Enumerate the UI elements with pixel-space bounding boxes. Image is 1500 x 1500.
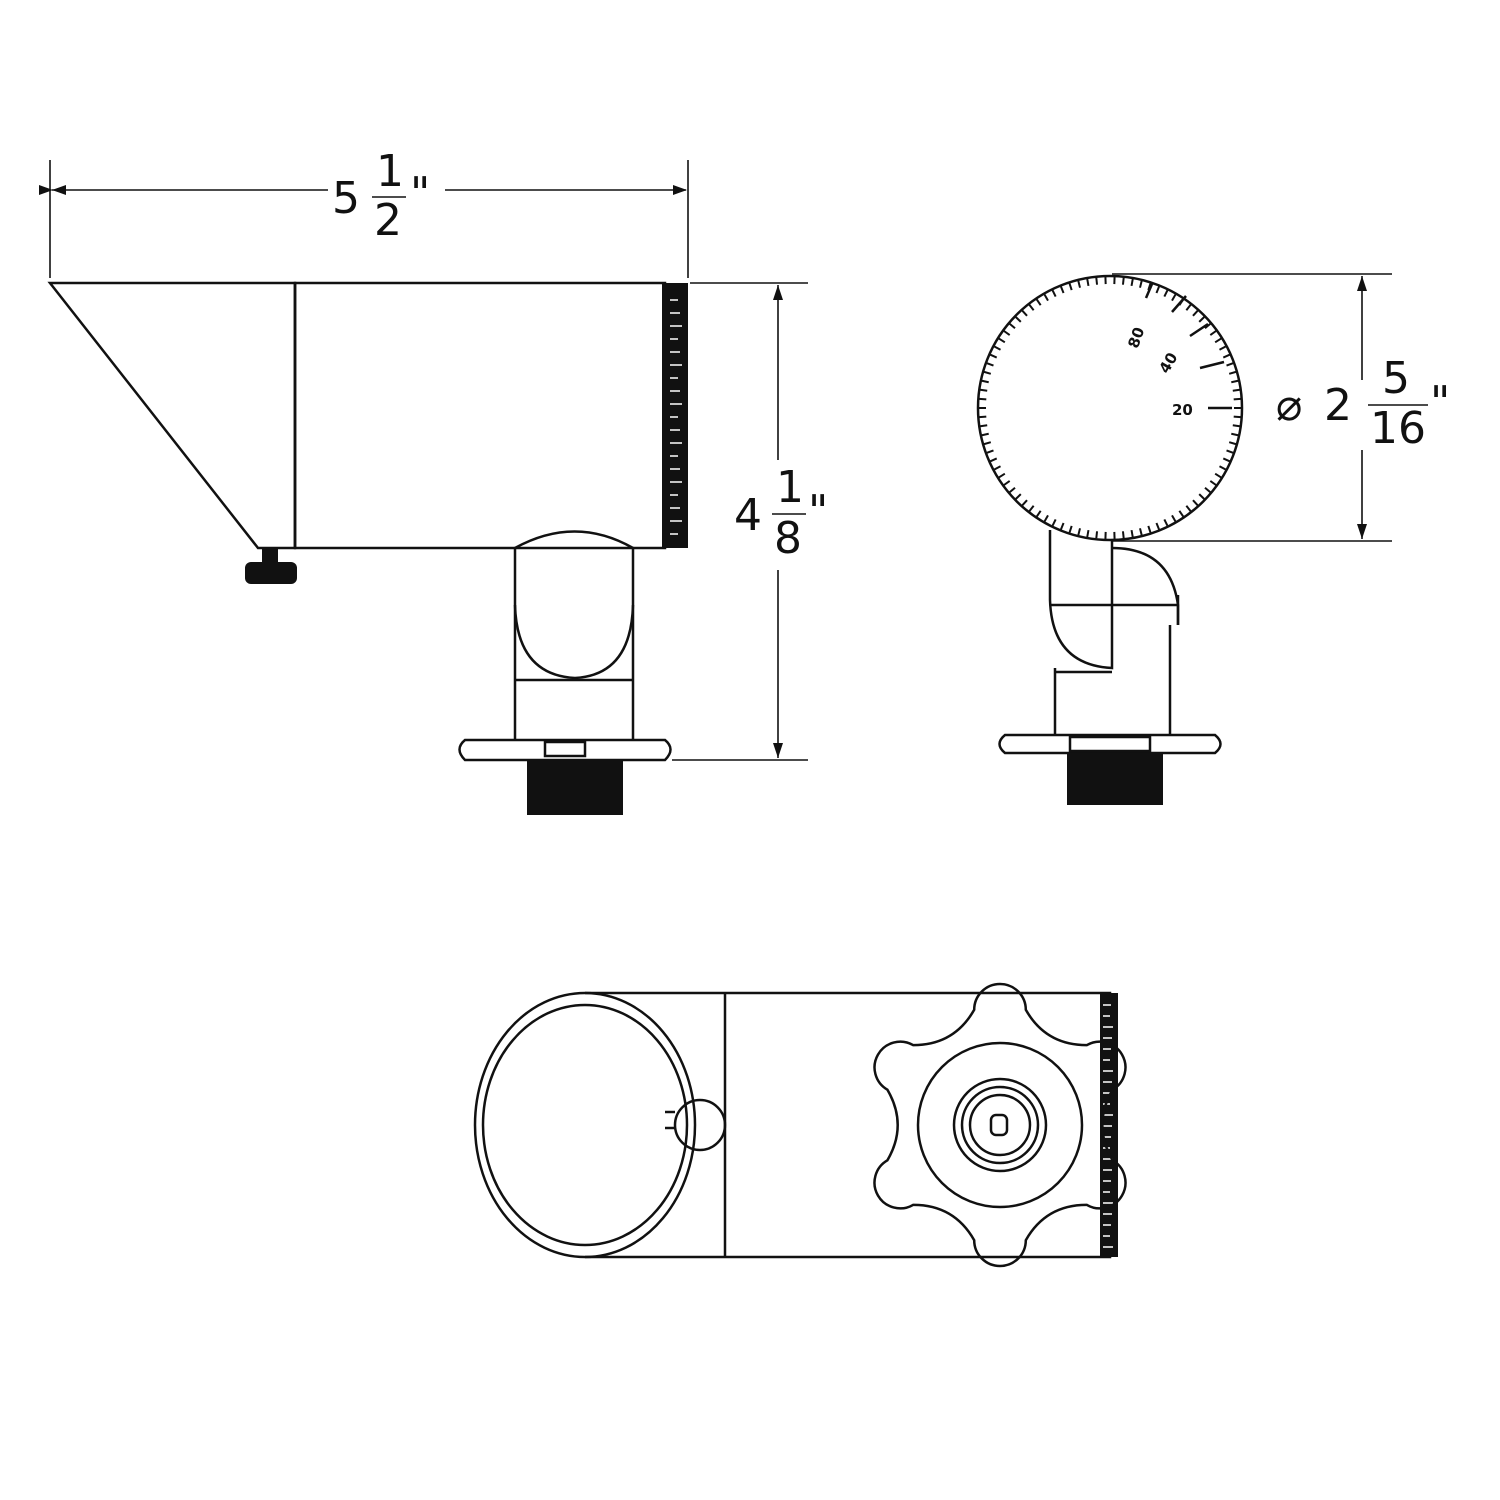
height-num: 1 [776, 462, 804, 513]
height-den: 8 [774, 513, 802, 564]
knurled-ring [662, 283, 688, 548]
diameter-symbol: ⌀ [1276, 380, 1303, 431]
knurl-ticks [979, 277, 1241, 539]
top-hood-rim [473, 991, 697, 1259]
width-whole: 5 [332, 173, 360, 224]
top-view [473, 982, 1127, 1268]
star-knob [873, 982, 1127, 1268]
diameter-den: 16 [1370, 403, 1426, 454]
height-dimension: 4 1 8 " [672, 282, 828, 761]
front-threaded-stem [1067, 753, 1163, 805]
diameter-num: 5 [1382, 353, 1410, 404]
flange [458, 738, 672, 762]
threaded-stem [527, 760, 623, 815]
scale-label-80: 80 [1124, 325, 1148, 351]
side-view [47, 281, 688, 815]
diameter-dimension: ⌀ 2 5 16 " [1112, 273, 1450, 542]
scale-label-20: 20 [1172, 401, 1193, 419]
width-dimension: 5 1 2 " [39, 146, 689, 278]
diameter-unit: " [1430, 377, 1450, 428]
set-screw [262, 548, 278, 562]
width-num: 1 [376, 146, 404, 197]
front-knuckle [1048, 530, 1114, 670]
width-den: 2 [374, 195, 402, 246]
scale-label-40: 40 [1155, 349, 1181, 376]
width-unit: " [410, 168, 430, 219]
top-set-screw [673, 1098, 727, 1152]
lens-circle [976, 274, 1244, 542]
knuckle [514, 530, 634, 550]
height-whole: 4 [734, 490, 762, 541]
front-flange [998, 733, 1222, 755]
diameter-whole: 2 [1324, 380, 1352, 431]
height-unit: " [808, 486, 828, 537]
hood-wedge [47, 281, 297, 550]
lamp-body [293, 281, 667, 550]
top-knurled-ring [1100, 993, 1118, 1257]
